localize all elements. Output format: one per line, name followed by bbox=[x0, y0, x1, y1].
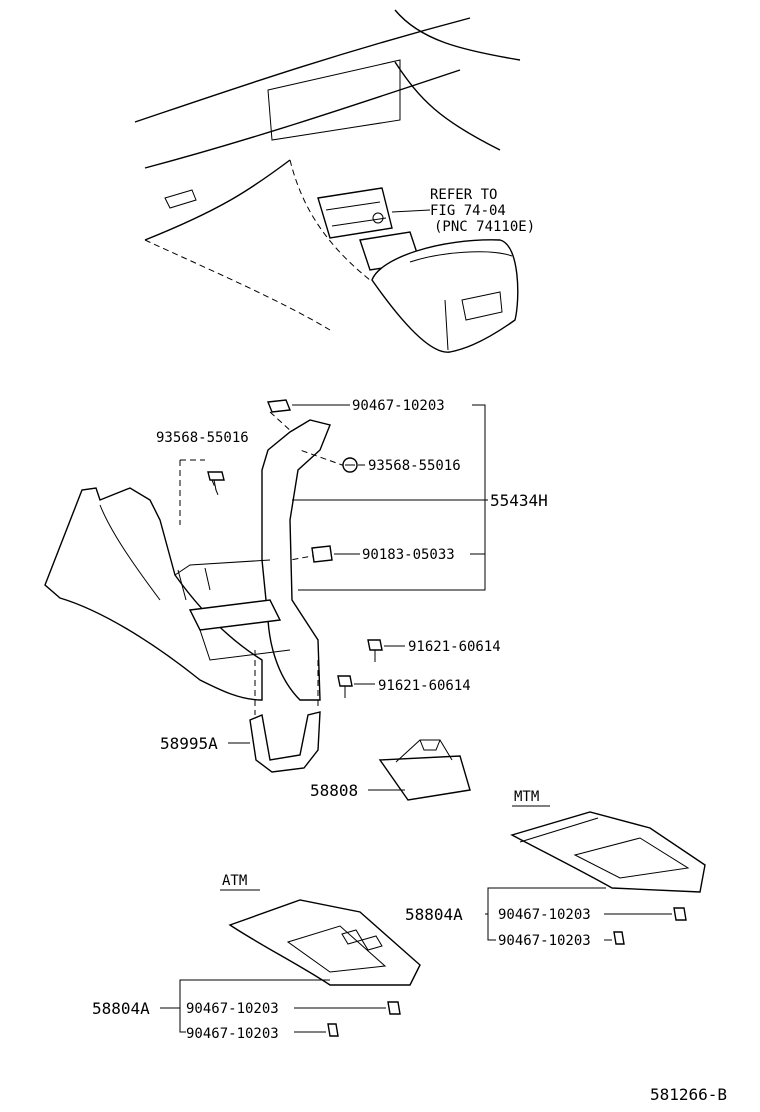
nut-90183 bbox=[311, 545, 333, 563]
mtm-label-58804a: 58804A bbox=[405, 905, 463, 924]
label-91621-upper: 91621-60614 bbox=[408, 639, 501, 655]
mtm-label-clip2: 90467-10203 bbox=[498, 933, 591, 949]
mtm-clip2 bbox=[613, 931, 625, 945]
label-90467-top: 90467-10203 bbox=[352, 398, 445, 414]
mtm-clip1 bbox=[673, 907, 687, 921]
bolt-upper bbox=[367, 639, 383, 662]
bolt-lower bbox=[337, 675, 353, 698]
label-58995a: 58995A bbox=[160, 734, 218, 753]
mtm-title: MTM bbox=[514, 789, 539, 805]
refer-note-line3: (PNC 74110E) bbox=[434, 219, 535, 235]
mtm-group-line bbox=[485, 887, 606, 915]
atm-label-clip2: 90467-10203 bbox=[186, 1026, 279, 1042]
label-93568-right: 93568-55016 bbox=[368, 458, 461, 474]
refer-note-line2: FIG 74-04 bbox=[430, 203, 506, 219]
label-91621-lower: 91621-60614 bbox=[378, 678, 471, 694]
atm-label-clip1: 90467-10203 bbox=[186, 1001, 279, 1017]
clip-top bbox=[267, 399, 291, 413]
mtm-label-clip1: 90467-10203 bbox=[498, 907, 591, 923]
label-90183: 90183-05033 bbox=[362, 547, 455, 563]
atm-panel-drawing bbox=[228, 899, 421, 986]
mtm-panel-drawing bbox=[510, 811, 706, 893]
refer-note-line1: REFER TO bbox=[430, 187, 497, 203]
dashboard-overview-drawing bbox=[134, 9, 521, 353]
atm-clip1 bbox=[387, 1001, 401, 1015]
atm-clip2 bbox=[327, 1023, 339, 1037]
console-panel-drawing bbox=[44, 411, 346, 701]
label-93568-left: 93568-55016 bbox=[156, 430, 249, 446]
mtm-group-line-b bbox=[487, 914, 496, 941]
atm-label-58804a: 58804A bbox=[92, 999, 150, 1018]
bracket-58995a bbox=[249, 650, 321, 773]
label-55434h: 55434H bbox=[490, 491, 548, 510]
atm-group-line bbox=[160, 979, 330, 1009]
atm-title: ATM bbox=[222, 873, 247, 889]
screw-right bbox=[342, 457, 358, 473]
drawing-code: 581266-B bbox=[650, 1085, 727, 1104]
shift-boot-58808 bbox=[378, 739, 471, 801]
refer-leader bbox=[391, 209, 431, 213]
atm-group-line-b bbox=[179, 1008, 186, 1033]
screw-left bbox=[207, 471, 225, 491]
label-58808: 58808 bbox=[310, 781, 358, 800]
bracket-group-line bbox=[298, 404, 486, 591]
